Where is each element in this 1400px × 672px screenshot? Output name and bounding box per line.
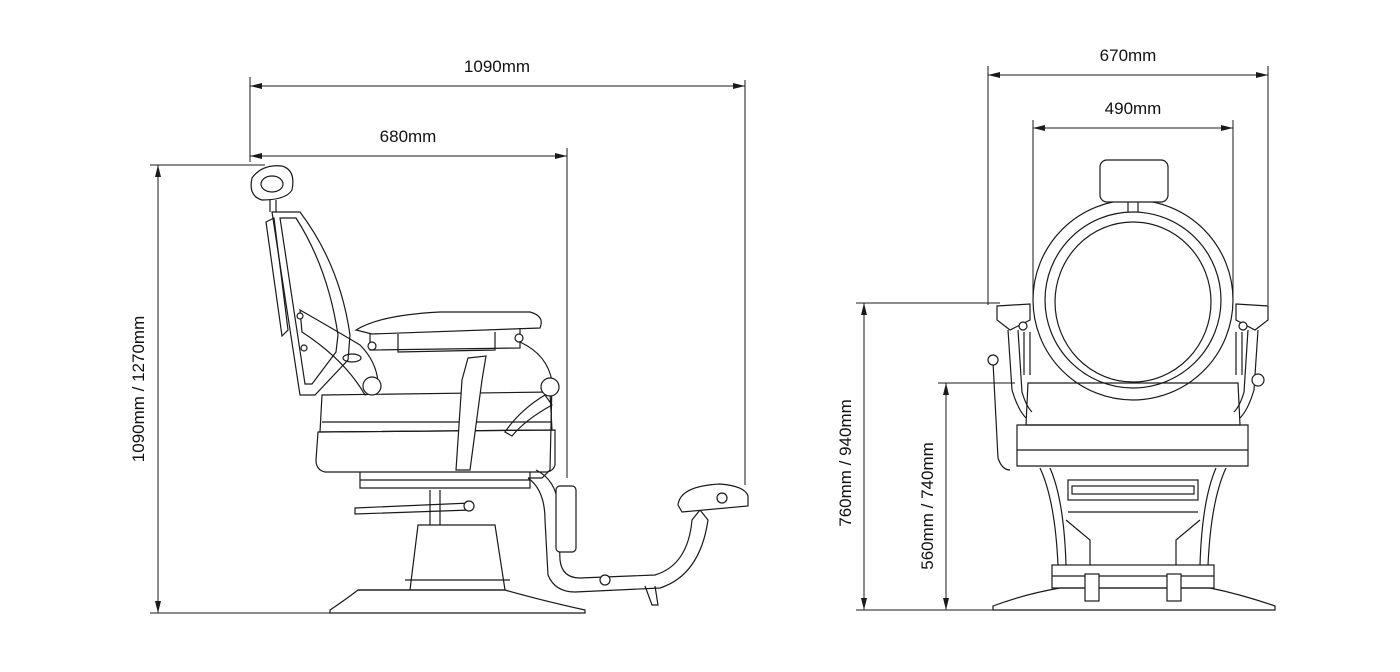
front-armrest-height-label: 760mm / 940mm xyxy=(836,399,855,527)
front-width-label: 670mm xyxy=(1100,46,1157,65)
side-length-label: 1090mm xyxy=(464,57,530,76)
front-view-chair xyxy=(987,159,1276,611)
front-seat-height-label: 560mm / 740mm xyxy=(918,442,937,570)
front-seat-width-label: 490mm xyxy=(1105,99,1162,118)
side-view-dimensions: 1090mm 680mm 1090mm / 1270mm xyxy=(129,57,746,614)
side-height-label: 1090mm / 1270mm xyxy=(129,316,148,462)
front-view-dimensions: 670mm 490mm 760mm / 940mm 560mm / 740mm xyxy=(836,46,1269,611)
side-view-chair xyxy=(250,165,749,614)
side-depth-label: 680mm xyxy=(380,127,437,146)
